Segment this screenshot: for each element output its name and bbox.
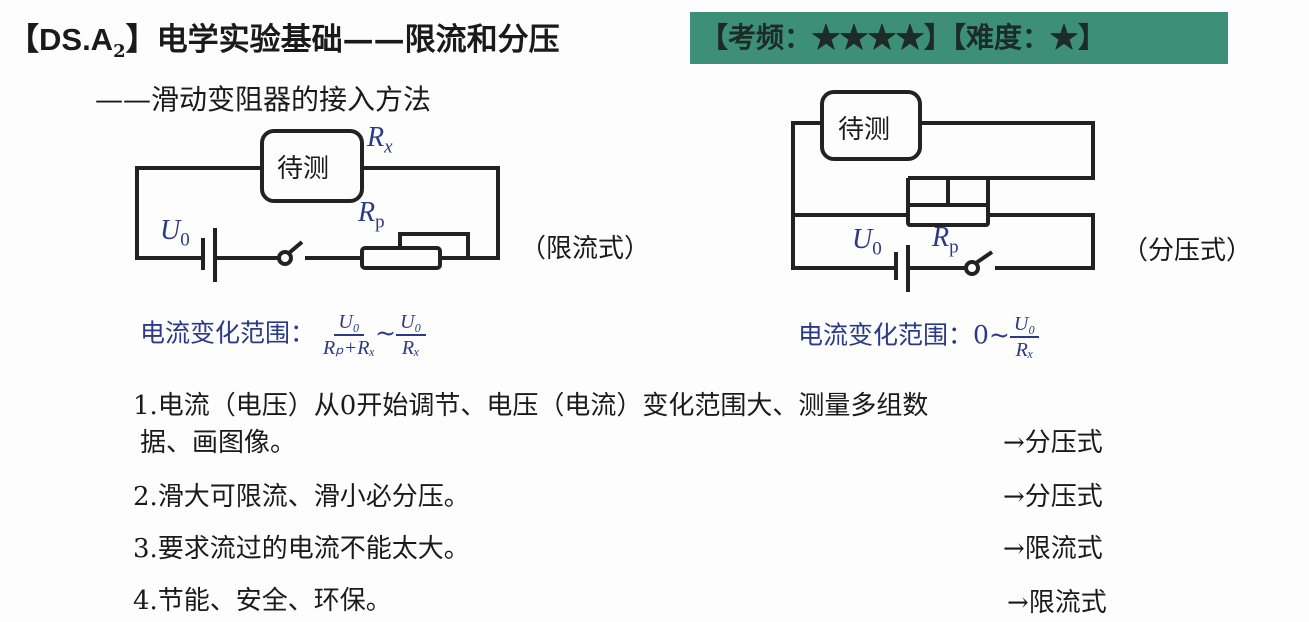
wire	[135, 166, 262, 260]
zero: 0~	[973, 320, 1010, 350]
numerator: U₀	[396, 310, 426, 336]
mode-label: （限流式）	[520, 234, 651, 264]
numerator: U₀	[1009, 312, 1040, 338]
title-code-sub: 2	[113, 41, 126, 63]
switch-pivot	[277, 250, 293, 266]
right-circuit	[791, 90, 1095, 292]
left-circuit	[135, 129, 500, 282]
switch-arm	[974, 250, 994, 265]
range-label: 电流变化范围：	[140, 318, 316, 348]
mode-label: （分压式）	[1122, 236, 1253, 266]
rp-sub: p	[949, 236, 959, 258]
rx-label: Rx	[367, 122, 393, 159]
u-sub: 0	[872, 238, 882, 260]
u0-label: U0	[852, 224, 882, 261]
wire	[908, 121, 1095, 180]
rp-symbol: R	[358, 197, 376, 228]
point-2-result: →分压式	[1003, 482, 1103, 512]
point-1-result: →分压式	[1003, 428, 1103, 458]
device-label: 待测	[277, 154, 330, 184]
device-label: 待测	[838, 115, 891, 145]
rp-label: Rp	[358, 197, 385, 234]
denominator: Rₚ+Rₓ	[322, 337, 376, 359]
title-code: 【DS.A	[8, 22, 114, 57]
point-4: 4.节能、安全、环保。	[133, 586, 392, 616]
rp-sub: p	[375, 211, 385, 233]
difficulty-banner: 【考频：★★★★】【难度：★】	[690, 12, 1228, 64]
denominator: Rₓ	[401, 337, 420, 359]
page-title: 【DS.A2】电学实验基础——限流和分压	[8, 14, 560, 62]
u0-label: U0	[160, 215, 190, 252]
point-3: 3.要求流过的电流不能太大。	[133, 534, 470, 564]
subtitle: ——滑动变阻器的接入方法	[95, 83, 432, 116]
wire	[988, 213, 1095, 270]
point-1: 1.电流（电压）从0开始调节、电压（电流）变化范围大、测量多组数	[133, 391, 929, 421]
range-label: 电流变化范围：	[798, 320, 974, 350]
point-3-result: →限流式	[1003, 534, 1103, 564]
u-symbol: U	[852, 224, 873, 255]
numerator: U₀	[334, 310, 364, 336]
u-symbol: U	[160, 215, 181, 246]
title-text: 电学实验基础——限流和分压	[156, 22, 560, 58]
rp-symbol: R	[932, 222, 950, 253]
point-4-result: →限流式	[1007, 588, 1107, 618]
slider	[398, 232, 470, 258]
rx-symbol: R	[367, 122, 385, 153]
u-sub: 0	[180, 229, 190, 251]
point-1-cont: 据、画图像。	[140, 428, 297, 458]
switch-pivot	[964, 260, 980, 276]
device-box	[260, 129, 364, 203]
title-code-end: 】	[125, 22, 157, 58]
rheostat	[360, 246, 442, 270]
denominator: Rₓ	[1015, 339, 1034, 361]
rp-label: Rp	[932, 222, 959, 259]
wire	[791, 121, 895, 270]
tilde: ~	[375, 318, 397, 348]
switch-arm	[287, 240, 304, 255]
rx-sub: x	[384, 136, 393, 158]
device-box	[820, 90, 922, 161]
point-2: 2.滑大可限流、滑小必分压。	[133, 482, 470, 512]
